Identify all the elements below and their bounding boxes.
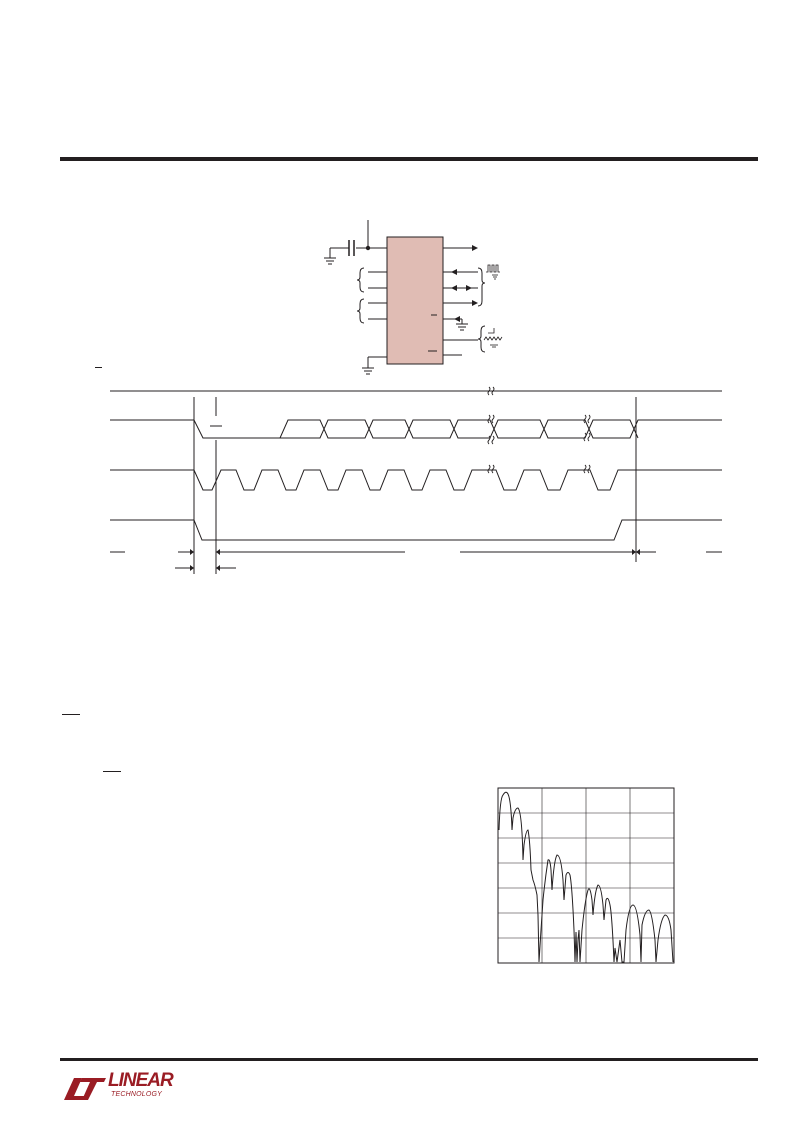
break-mark-icon [487, 386, 591, 474]
spectrum-trace [498, 791, 674, 963]
brace-icon [477, 325, 486, 353]
brace-icon [356, 267, 365, 293]
clock-signal [110, 469, 722, 491]
arrow-icon [216, 549, 220, 555]
ground-icon [456, 323, 468, 331]
arrow-icon [466, 285, 472, 291]
select-signal [110, 519, 722, 541]
data-signal [110, 419, 722, 439]
brace-icon [356, 298, 365, 324]
top-rule [60, 157, 758, 161]
label-fragment [103, 771, 121, 772]
timing-diagram [110, 386, 722, 574]
block-diagram [324, 220, 503, 375]
arrow-icon [190, 549, 194, 555]
arrow-icon [451, 285, 457, 291]
ground-icon [362, 367, 374, 375]
arrow-icon [632, 549, 636, 555]
arrow-icon [216, 565, 220, 571]
arrow-icon [636, 549, 640, 555]
ground-icon [324, 257, 336, 265]
logo-word: LINEAR [108, 1070, 174, 1091]
linear-technology-logo-mark-icon [64, 1078, 106, 1100]
logo-tagline: TECHNOLOGY [111, 1091, 163, 1098]
linear-technology-logo: LINEAR TECHNOLOGY [60, 1070, 180, 1102]
arrow-icon [472, 245, 478, 251]
clock-waveform-icon [486, 264, 500, 280]
ic-chip-body [386, 236, 444, 365]
spectrum-plot [497, 787, 675, 964]
arrow-icon [454, 316, 460, 322]
brace-icon [477, 267, 486, 307]
capacitor-icon [329, 240, 355, 258]
label-fragment [95, 367, 102, 368]
label-fragment [62, 714, 80, 715]
arrow-icon [472, 300, 478, 306]
arrow-icon [190, 565, 194, 571]
bottom-rule [60, 1058, 758, 1061]
data-waveform-icon [483, 328, 503, 348]
arrow-icon [451, 269, 457, 275]
